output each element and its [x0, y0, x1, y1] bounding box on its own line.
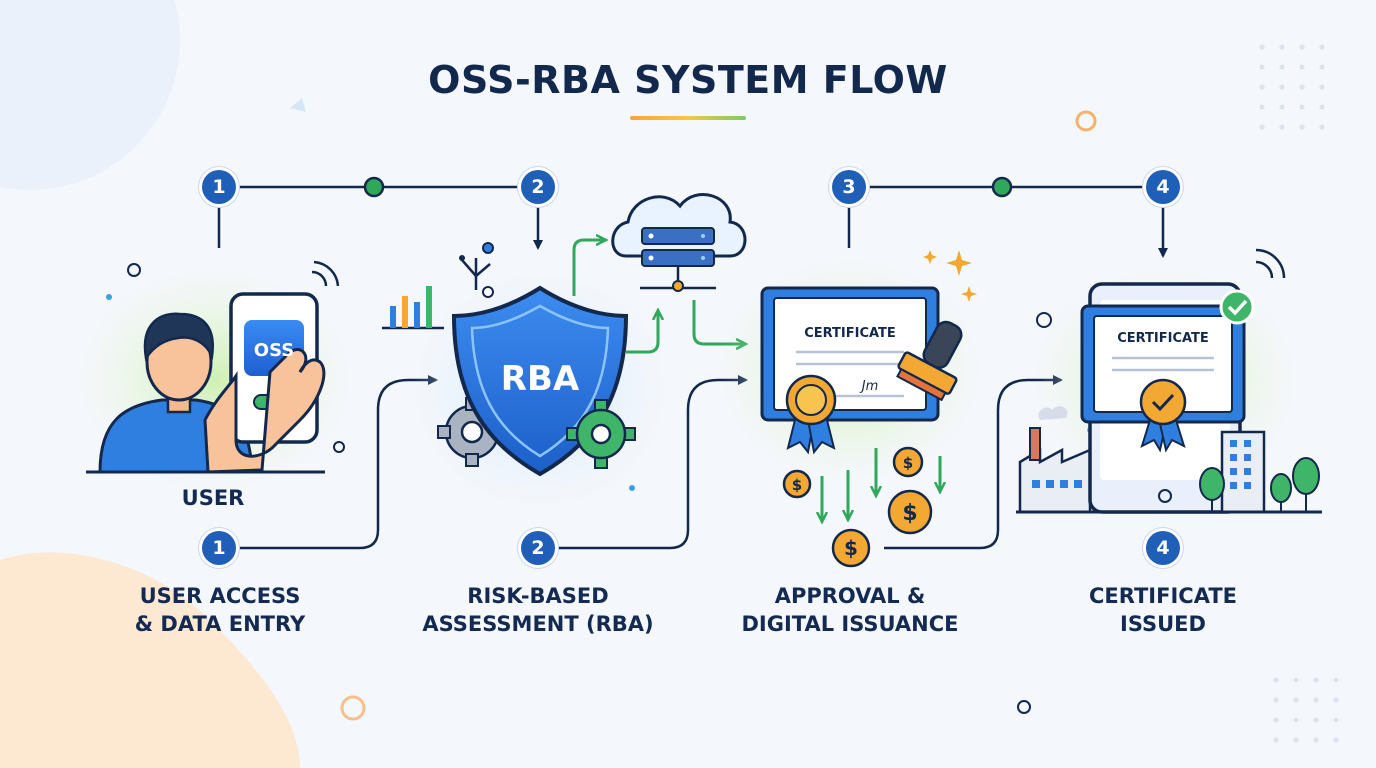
connector-node-a: [363, 176, 385, 198]
coin-symbol: $: [844, 536, 858, 560]
step-badge-top-3: 3: [832, 170, 866, 204]
title-underline: [630, 116, 746, 120]
page-title: OSS-RBA SYSTEM FLOW: [428, 58, 948, 102]
step-label-2-line2: ASSESSMENT (RBA): [422, 612, 654, 636]
coin-symbol: $: [792, 476, 802, 494]
rba-illustration: [382, 193, 745, 510]
issued-illustration: [1016, 248, 1322, 514]
step-badge-bottom-2: 2: [521, 531, 555, 565]
user-illustration: [80, 260, 350, 490]
shield-label: RBA: [501, 359, 580, 399]
step-label-3: APPROVAL & DIGITAL ISSUANCE: [700, 582, 1000, 638]
step-label-3-line1: APPROVAL &: [774, 584, 926, 608]
certificate-b-heading: CERTIFICATE: [1117, 331, 1209, 346]
step-label-2-line1: RISK-BASED: [467, 584, 609, 608]
step-badge-bottom-1: 1: [202, 531, 236, 565]
step-badge-top-4: 4: [1146, 170, 1180, 204]
step-label-4: CERTIFICATE ISSUED: [1013, 582, 1313, 638]
certificate-a-heading: CERTIFICATE: [804, 326, 896, 341]
step-label-3-line2: DIGITAL ISSUANCE: [741, 612, 959, 636]
step-label-1-line2: & DATA ENTRY: [134, 612, 306, 636]
coin-symbol: $: [903, 454, 913, 472]
step-label-1-line1: USER ACCESS: [139, 584, 301, 608]
step-label-4-line2: ISSUED: [1120, 612, 1206, 636]
phone-app-label: OSS: [254, 340, 294, 361]
step-badge-bottom-4: 4: [1146, 531, 1180, 565]
certificate-a-signature: Jm: [859, 379, 879, 394]
step-badge-top-1: 1: [202, 170, 236, 204]
coin-symbol: $: [902, 501, 917, 526]
approval-illustration: [720, 250, 980, 568]
step-label-2: RISK-BASED ASSESSMENT (RBA): [388, 582, 688, 638]
user-label: USER: [181, 486, 245, 510]
step-label-4-line1: CERTIFICATE: [1089, 584, 1237, 608]
step-badge-top-2: 2: [521, 170, 555, 204]
step-label-1: USER ACCESS & DATA ENTRY: [70, 582, 370, 638]
connector-node-b: [991, 176, 1013, 198]
